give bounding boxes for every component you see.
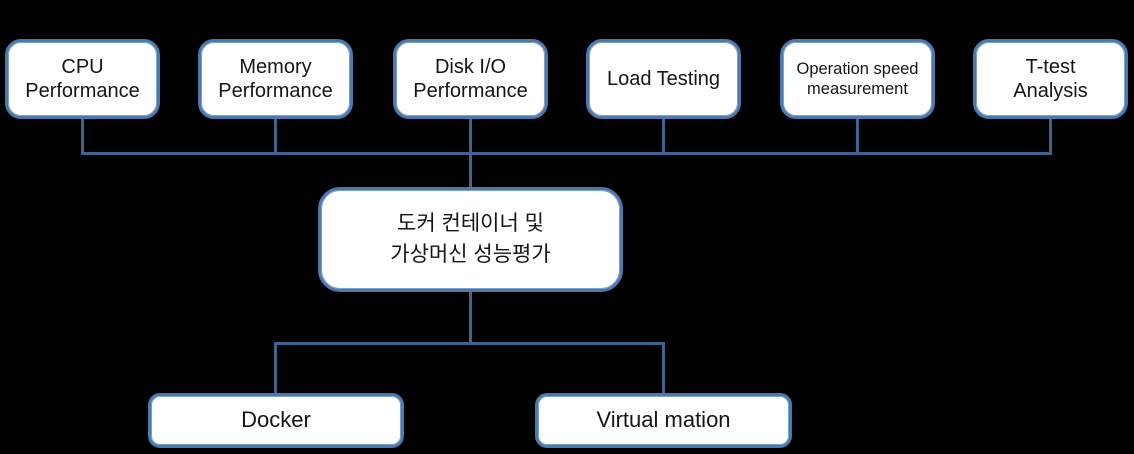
connector-bus-to-virtualmation xyxy=(662,342,665,395)
node-docker-vm-performance-evaluation-label: 도커 컨테이너 및 가상머신 성능평가 xyxy=(390,212,551,266)
connector-cpu-to-bus xyxy=(81,117,84,155)
node-load-testing-label: Load Testing xyxy=(606,67,721,90)
connector-bottom-bus xyxy=(274,342,665,345)
node-virtual-mation: Virtual mation xyxy=(535,393,792,448)
node-cpu-performance: CPU Performance xyxy=(5,39,160,119)
node-t-test-analysis-label: T-test Analysis xyxy=(1013,55,1088,102)
node-operation-speed-measurement: Operation speed measurement xyxy=(780,39,935,119)
connector-top-bus xyxy=(81,152,1052,155)
connector-ttest-to-bus xyxy=(1049,117,1052,155)
node-cpu-performance-label: CPU Performance xyxy=(25,55,140,102)
node-memory-performance-label: Memory Performance xyxy=(218,55,333,102)
node-memory-performance: Memory Performance xyxy=(198,39,353,119)
node-t-test-analysis: T-test Analysis xyxy=(973,39,1128,119)
node-disk-io-performance: Disk I/O Performance xyxy=(393,39,548,119)
node-docker-label: Docker xyxy=(241,407,311,433)
node-virtual-mation-label: Virtual mation xyxy=(596,407,731,433)
connector-memory-to-bus xyxy=(274,117,277,155)
connector-bus-to-docker xyxy=(274,342,277,395)
node-docker: Docker xyxy=(148,393,404,448)
connector-operationspeed-to-bus xyxy=(856,117,859,155)
connector-center-to-bottom-bus xyxy=(469,290,472,345)
node-operation-speed-measurement-label: Operation speed measurement xyxy=(796,59,919,98)
node-docker-vm-performance-evaluation: 도커 컨테이너 및 가상머신 성능평가 xyxy=(318,187,623,292)
node-disk-io-performance-label: Disk I/O Performance xyxy=(413,55,528,102)
node-load-testing: Load Testing xyxy=(586,39,741,119)
connector-loadtesting-to-bus xyxy=(662,117,665,155)
